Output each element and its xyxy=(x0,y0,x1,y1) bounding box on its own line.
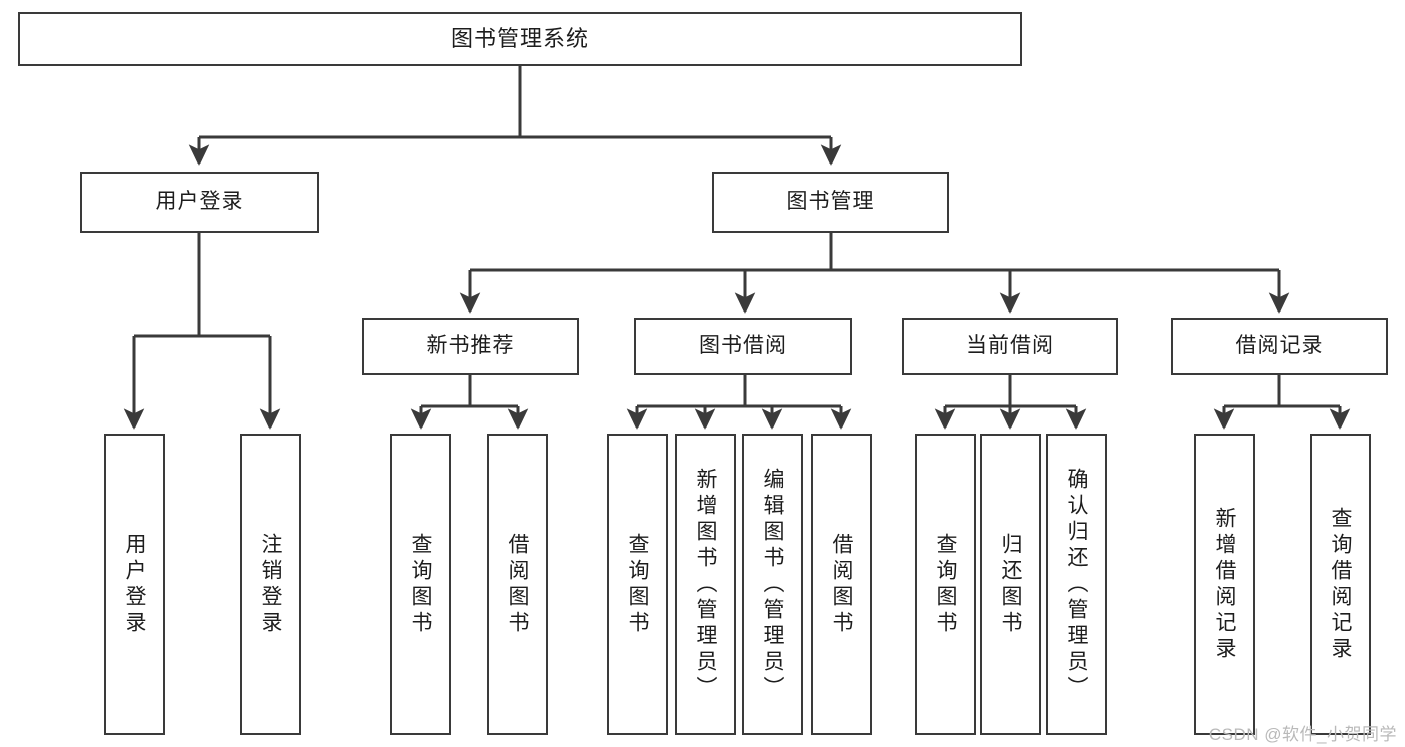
node-label: 借阅图书 xyxy=(830,532,853,637)
node-leaf-query-book-3[interactable]: 查询图书 xyxy=(915,434,976,735)
node-label: 查询图书 xyxy=(934,532,957,637)
node-new-book-recommend[interactable]: 新书推荐 xyxy=(362,318,579,375)
node-leaf-confirm-return[interactable]: 确认归还（管理员） xyxy=(1046,434,1107,735)
node-label: 查询借阅记录 xyxy=(1329,506,1352,663)
node-label: 图书管理 xyxy=(786,190,875,214)
node-label: 新增借阅记录 xyxy=(1213,506,1236,663)
node-leaf-edit-book[interactable]: 编辑图书（管理员） xyxy=(742,434,803,735)
node-label: 借阅图书 xyxy=(506,532,529,637)
node-label: 查询图书 xyxy=(409,532,432,637)
node-label: 新书推荐 xyxy=(426,334,515,358)
node-leaf-add-book[interactable]: 新增图书（管理员） xyxy=(675,434,736,735)
node-leaf-query-book-1[interactable]: 查询图书 xyxy=(390,434,451,735)
node-label: 借阅记录 xyxy=(1235,334,1324,358)
node-label: 当前借阅 xyxy=(966,334,1054,358)
node-label: 确认归还（管理员） xyxy=(1065,467,1088,702)
node-root-system[interactable]: 图书管理系统 xyxy=(18,12,1022,66)
node-label: 查询图书 xyxy=(626,532,649,637)
node-leaf-query-record[interactable]: 查询借阅记录 xyxy=(1310,434,1371,735)
node-label: 用户登录 xyxy=(155,190,244,214)
node-book-manage[interactable]: 图书管理 xyxy=(712,172,949,233)
node-leaf-user-login[interactable]: 用户登录 xyxy=(104,434,165,735)
node-label: 编辑图书（管理员） xyxy=(761,467,784,702)
node-book-borrow[interactable]: 图书借阅 xyxy=(634,318,852,375)
node-borrow-record[interactable]: 借阅记录 xyxy=(1171,318,1388,375)
node-leaf-borrow-book-1[interactable]: 借阅图书 xyxy=(487,434,548,735)
node-leaf-add-record[interactable]: 新增借阅记录 xyxy=(1194,434,1255,735)
node-label: 新增图书（管理员） xyxy=(694,467,717,702)
node-user-login[interactable]: 用户登录 xyxy=(80,172,319,233)
node-label: 图书借阅 xyxy=(699,334,787,358)
node-leaf-logout-login[interactable]: 注销登录 xyxy=(240,434,301,735)
node-leaf-return-book[interactable]: 归还图书 xyxy=(980,434,1041,735)
watermark-text: CSDN @软件_小贺同学 xyxy=(1208,725,1397,744)
node-leaf-borrow-book-2[interactable]: 借阅图书 xyxy=(811,434,872,735)
node-label: 归还图书 xyxy=(999,532,1022,637)
node-current-borrow[interactable]: 当前借阅 xyxy=(902,318,1118,375)
node-label: 用户登录 xyxy=(123,532,146,637)
node-label: 注销登录 xyxy=(259,532,282,637)
node-label: 图书管理系统 xyxy=(450,26,589,52)
node-leaf-query-book-2[interactable]: 查询图书 xyxy=(607,434,668,735)
